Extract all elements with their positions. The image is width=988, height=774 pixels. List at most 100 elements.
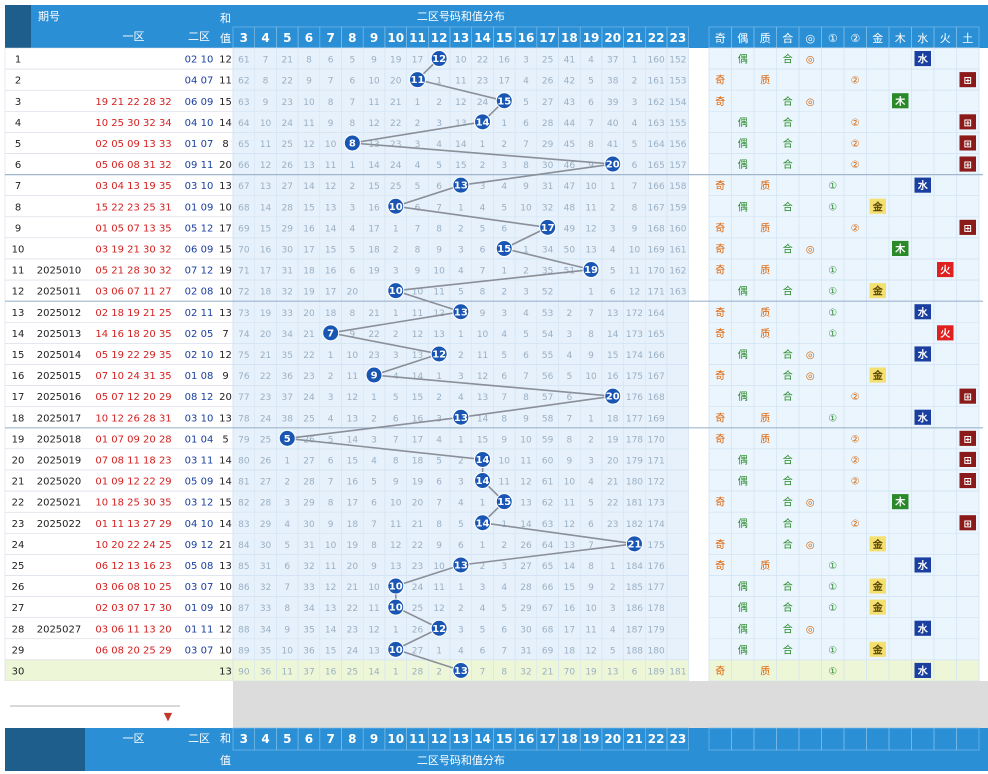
header-num-5: 5 — [283, 31, 291, 45]
miss-count: 3 — [610, 604, 616, 614]
miss-count: 12 — [520, 478, 531, 488]
miss-count: 68 — [542, 625, 554, 635]
row-period: 2025016 — [37, 392, 82, 403]
miss-count: 11 — [433, 583, 444, 593]
miss-count: 37 — [282, 393, 293, 403]
sum-ball-label: 13 — [454, 413, 468, 424]
row-prime-composite: 合 — [783, 285, 793, 298]
row-period: 2025011 — [37, 287, 82, 298]
header-num-20: 20 — [604, 31, 621, 45]
miss-count: 10 — [585, 182, 597, 192]
miss-count: 11 — [455, 77, 466, 87]
sum-ball — [474, 472, 492, 490]
footer-num-16: 16 — [518, 732, 535, 746]
header-num-4: 4 — [261, 31, 269, 45]
sum-ball-label: 14 — [476, 117, 490, 128]
table-row — [4, 659, 234, 682]
miss-count: 8 — [501, 667, 507, 677]
sum-ball — [625, 535, 643, 553]
miss-count: 24 — [412, 583, 424, 593]
miss-count: 34 — [303, 604, 315, 614]
row-sum: 14 — [219, 118, 232, 129]
miss-count: 5 — [588, 499, 594, 509]
row-remainder: ② — [851, 455, 860, 466]
miss-count: 12 — [564, 520, 575, 530]
miss-count: 36 — [282, 372, 294, 382]
miss-count: 19 — [347, 541, 359, 551]
miss-count: 2 — [610, 583, 616, 593]
miss-count: 6 — [588, 98, 594, 108]
miss-count: 5 — [523, 330, 529, 340]
miss-count: 164 — [648, 309, 665, 319]
miss-count: 4 — [284, 520, 290, 530]
miss-count: 5 — [501, 604, 507, 614]
miss-count: 180 — [648, 646, 665, 656]
miss-count: 181 — [669, 667, 686, 677]
row-front-numbers: 01 05 07 13 35 — [95, 223, 171, 234]
miss-count: 21 — [282, 56, 293, 66]
miss-count: 18 — [368, 245, 380, 255]
miss-count: 5 — [632, 140, 638, 150]
miss-count: 8 — [588, 140, 594, 150]
miss-count: 7 — [501, 393, 507, 403]
row-back-numbers: 04 10 — [185, 118, 214, 129]
row-element-badge — [959, 430, 976, 446]
miss-count: 30 — [282, 245, 294, 255]
sum-ball-label: 14 — [476, 518, 490, 529]
row-element-badge — [937, 262, 954, 278]
header-num-8: 8 — [348, 31, 356, 45]
row-odd-even: 奇 — [715, 95, 725, 108]
miss-count: 11 — [585, 203, 596, 213]
miss-count: 9 — [566, 456, 572, 466]
sum-ball — [387, 640, 405, 658]
row-sum: 20 — [219, 160, 232, 171]
row-remainder: ① — [828, 582, 837, 593]
miss-count: 9 — [523, 182, 529, 192]
miss-count: 7 — [349, 98, 355, 108]
row-element-badge — [869, 641, 886, 657]
row-sum: 13 — [219, 666, 232, 677]
miss-count: 2 — [632, 77, 638, 87]
miss-count: 31 — [542, 182, 553, 192]
sum-ball — [322, 324, 340, 342]
miss-count: 15 — [455, 161, 466, 171]
sum-ball-label: 11 — [410, 75, 424, 86]
footer-num-10: 10 — [387, 732, 404, 746]
miss-count: 9 — [349, 330, 355, 340]
header-attr-8: 木 — [895, 32, 906, 45]
miss-count: 24 — [282, 119, 294, 129]
miss-count: 6 — [349, 267, 355, 277]
miss-count: 2 — [610, 203, 616, 213]
row-back-numbers: 06 09 — [185, 244, 214, 255]
miss-count: 163 — [669, 288, 686, 298]
miss-count: 9 — [371, 56, 377, 66]
miss-count: 9 — [263, 98, 269, 108]
miss-count: 4 — [501, 583, 507, 593]
down-arrow-icon[interactable]: ▼ — [164, 710, 173, 723]
miss-count: 27 — [282, 182, 293, 192]
sum-ball — [452, 556, 470, 574]
sum-ball-label: 13 — [454, 307, 468, 318]
miss-count: 4 — [458, 267, 464, 277]
miss-count: 73 — [238, 309, 249, 319]
miss-count: 5 — [501, 351, 507, 361]
miss-count: 2 — [436, 393, 442, 403]
miss-count: 5 — [284, 541, 290, 551]
row-back-numbers: 06 09 — [185, 97, 214, 108]
row-back-numbers: 03 11 — [185, 455, 214, 466]
miss-count: 12 — [412, 330, 423, 340]
miss-count: 6 — [523, 119, 529, 129]
miss-count: 17 — [347, 499, 358, 509]
miss-count: 1 — [393, 625, 399, 635]
row-back-numbers: 03 10 — [185, 413, 214, 424]
sum-ball-label: 9 — [371, 371, 378, 382]
miss-count: 11 — [325, 562, 336, 572]
header-front-zone: 一区 — [123, 30, 145, 43]
miss-count: 8 — [523, 393, 529, 403]
miss-count: 2 — [328, 372, 334, 382]
miss-count: 60 — [542, 456, 554, 466]
miss-count: 2 — [436, 667, 442, 677]
miss-count: 38 — [607, 77, 619, 87]
header-num-21: 21 — [626, 31, 643, 45]
row-prime-composite: 合 — [783, 643, 793, 656]
